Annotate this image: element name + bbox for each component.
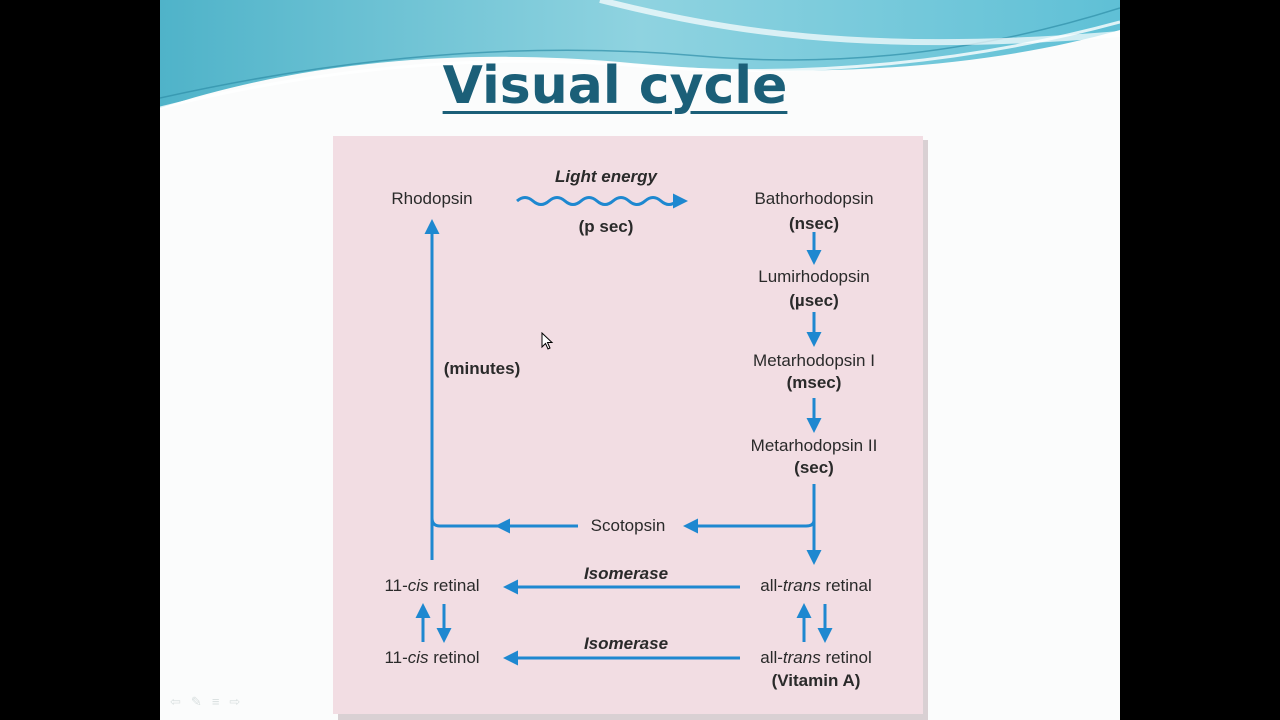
arrow-to-scotopsin: [683, 518, 816, 534]
line-left-junction: [430, 517, 500, 528]
node-11-cis-retinal: 11-cis retinal: [384, 576, 480, 595]
node-all-trans-retinal: all-trans retinal: [760, 576, 872, 595]
node-scotopsin: Scotopsin: [590, 516, 666, 535]
label-nsec: (nsec): [788, 214, 840, 233]
decorative-wave-header: [160, 0, 1120, 110]
label-isomerase-top: Isomerase: [583, 564, 669, 583]
next-slide-icon[interactable]: ⇨: [229, 694, 241, 709]
node-metarhodopsin-2: Metarhodopsin II: [750, 436, 878, 455]
previous-slide-icon[interactable]: ⇦: [170, 694, 181, 709]
label-vitamin-a: (Vitamin A): [771, 671, 861, 690]
label-psec: (p sec): [578, 217, 634, 236]
label-msec: (msec): [786, 373, 842, 392]
light-energy-wavy-arrow: [516, 193, 688, 209]
node-metarhodopsin-1: Metarhodopsin I: [753, 351, 875, 370]
mouse-cursor-icon: [541, 332, 554, 350]
node-bathorhodopsin: Bathorhodopsin: [754, 189, 874, 208]
slide: Visual cycle: [160, 0, 1120, 720]
label-usec: (µsec): [789, 291, 839, 310]
label-light-energy: Light energy: [554, 167, 657, 186]
node-all-trans-retinol: all-trans retinol: [760, 648, 872, 667]
label-isomerase-bottom: Isomerase: [583, 634, 669, 653]
slide-title: Visual cycle: [442, 56, 788, 116]
slideshow-nav-toolbar: ⇦ ✎ ≡ ⇨: [170, 694, 240, 710]
label-minutes: (minutes): [443, 359, 521, 378]
label-sec: (sec): [794, 458, 834, 477]
node-rhodopsin: Rhodopsin: [391, 189, 473, 208]
node-lumirhodopsin: Lumirhodopsin: [758, 267, 870, 286]
menu-icon[interactable]: ≡: [211, 694, 220, 709]
pen-icon[interactable]: ✎: [190, 694, 202, 709]
visual-cycle-arrows: [415, 193, 833, 666]
node-11-cis-retinol: 11-cis retinol: [384, 648, 480, 667]
